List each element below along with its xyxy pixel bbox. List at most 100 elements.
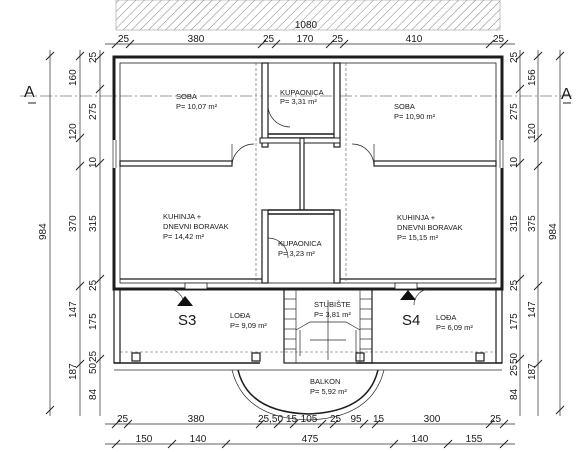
dim-left-4: 120: [68, 123, 79, 140]
dim-right-12: 25: [509, 364, 520, 376]
room-name-line2: DNEVNI BORAVAK: [397, 223, 463, 232]
room-kuhinja-left: KUHINJA + DNEVNI BORAVAK P= 14,42 m²: [163, 212, 229, 241]
dim-left-8: 25: [88, 279, 99, 291]
room-area: P= 6,09 m²: [436, 323, 473, 332]
dim-left-3: 275: [88, 103, 99, 120]
dim-left-14: 84: [88, 388, 99, 400]
room-kuhinja-right: KUHINJA + DNEVNI BORAVAK P= 15,15 m²: [397, 213, 463, 242]
dim-right-5: 10: [509, 156, 520, 168]
dim-bottom1-9: 300: [424, 414, 441, 425]
room-area: P= 5,92 m²: [310, 387, 347, 396]
dim-right-3: 275: [509, 103, 520, 120]
dim-bottom2-2: 140: [190, 434, 207, 445]
room-name: SOBA: [176, 92, 197, 101]
dim-left-5: 10: [88, 156, 99, 168]
dim-right-14: 84: [509, 388, 520, 400]
room-soba-left: SOBA P= 10,07 m²: [176, 92, 218, 111]
room-name: STUBIŠTE: [314, 300, 351, 309]
room-name: SOBA: [394, 102, 415, 111]
dim-right-1: 25: [509, 51, 520, 63]
interior-walls: [119, 62, 497, 290]
dim-right-6: 375: [527, 215, 538, 232]
dim-bottom2-4: 140: [412, 434, 429, 445]
dim-bottom2-3: 475: [302, 434, 319, 445]
room-area: P= 3,31 m²: [280, 97, 317, 106]
section-marker-left: A: [24, 84, 35, 101]
entrance-arrow-left: [177, 296, 193, 306]
room-kupaonica-mid: KUPAONICA P= 3,23 m²: [278, 239, 322, 258]
dim-left-13: 187: [68, 363, 79, 380]
dim-bottom2-1: 150: [136, 434, 153, 445]
dim-right-7: 315: [509, 215, 520, 232]
section-marker-right: A: [561, 86, 572, 103]
dim-bottom1-7: 95: [350, 414, 362, 425]
dim-bottom1-5: 105: [301, 414, 318, 425]
dim-left-2: 160: [68, 69, 79, 86]
dim-left-7: 315: [88, 215, 99, 232]
dim-bottom1-2: 380: [188, 414, 205, 425]
top-dimension: 25 380 25 170 25 410 25: [105, 34, 515, 49]
dim-right-4: 120: [527, 123, 538, 140]
entrance-arrow-right: [400, 290, 416, 300]
room-kupaonica-top: KUPAONICA P= 3,31 m²: [280, 88, 324, 106]
room-name-line1: KUHINJA +: [397, 213, 436, 222]
room-soba-right: SOBA P= 10,90 m²: [394, 102, 436, 121]
dim-left-total: 984: [38, 223, 49, 240]
left-dimensions: 25 160 275 120 10 370 315 25 147 175 25 …: [38, 50, 105, 416]
door-swings: [167, 104, 431, 306]
dim-right-8: 25: [509, 279, 520, 291]
bottom-dimensions: 25 380 25,50 15 105 25 95 15 300 25 150 …: [105, 414, 515, 449]
hatched-strip: [115, 0, 501, 31]
room-name: LOĐA: [230, 311, 250, 320]
dim-right-13: 187: [527, 363, 538, 380]
dim-right-total: 984: [548, 223, 559, 240]
room-lodja-right: LOĐA P= 6,09 m²: [436, 313, 473, 332]
room-area: P= 3,81 m²: [314, 310, 351, 319]
entrance-label-right: S4: [402, 312, 420, 329]
dim-bottom2-5: 155: [466, 434, 483, 445]
dim-top-4: 170: [297, 34, 314, 45]
dim-left-9: 147: [68, 301, 79, 318]
dim-bottom1-3: 25,50: [258, 414, 283, 425]
dim-right-10: 175: [509, 313, 520, 330]
staircase: [283, 288, 373, 364]
dim-top-6: 410: [406, 34, 423, 45]
room-name-line1: KUHINJA +: [163, 212, 202, 221]
entrance-label-left: S3: [178, 312, 196, 329]
dim-top-7: 25: [493, 34, 505, 45]
section-line: A A: [20, 84, 575, 104]
dim-left-12: 50: [88, 362, 99, 374]
loggia-zone: [113, 288, 503, 421]
room-area: P= 3,23 m²: [278, 249, 315, 258]
room-balkon: BALKON P= 5,92 m²: [310, 377, 347, 396]
dim-bottom1-4: 15: [286, 414, 298, 425]
room-name: KUPAONICA: [280, 88, 324, 97]
dim-left-1: 25: [88, 51, 99, 63]
dim-bottom1-1: 25: [117, 414, 129, 425]
dim-top-2: 380: [188, 34, 205, 45]
dim-right-2: 156: [527, 69, 538, 86]
room-area: P= 15,15 m²: [397, 233, 439, 242]
right-dimensions: 25 156 275 120 10 375 315 25 147 175 50 …: [509, 50, 565, 416]
dashed-lines: [120, 63, 496, 353]
room-stubiste: STUBIŠTE P= 3,81 m²: [314, 300, 351, 319]
dim-top-5: 25: [332, 34, 344, 45]
dim-top-1: 25: [118, 34, 130, 45]
dim-right-11: 50: [509, 352, 520, 364]
room-area: P= 10,90 m²: [394, 112, 436, 121]
room-area: P= 14,42 m²: [163, 232, 205, 241]
dim-bottom1-10: 25: [490, 414, 502, 425]
room-name-line2: DNEVNI BORAVAK: [163, 222, 229, 231]
dim-bottom1-6: 25: [330, 414, 342, 425]
room-area: P= 9,09 m²: [230, 321, 267, 330]
room-name: BALKON: [310, 377, 340, 386]
room-lodja-left: LOĐA P= 9,09 m²: [230, 311, 267, 330]
dim-left-6: 370: [68, 215, 79, 232]
dim-top-3: 25: [263, 34, 275, 45]
room-name: LOĐA: [436, 313, 456, 322]
dim-bottom1-8: 15: [373, 414, 385, 425]
dim-left-10: 175: [88, 313, 99, 330]
overall-width: 1080: [295, 20, 318, 31]
room-area: P= 10,07 m²: [176, 102, 218, 111]
